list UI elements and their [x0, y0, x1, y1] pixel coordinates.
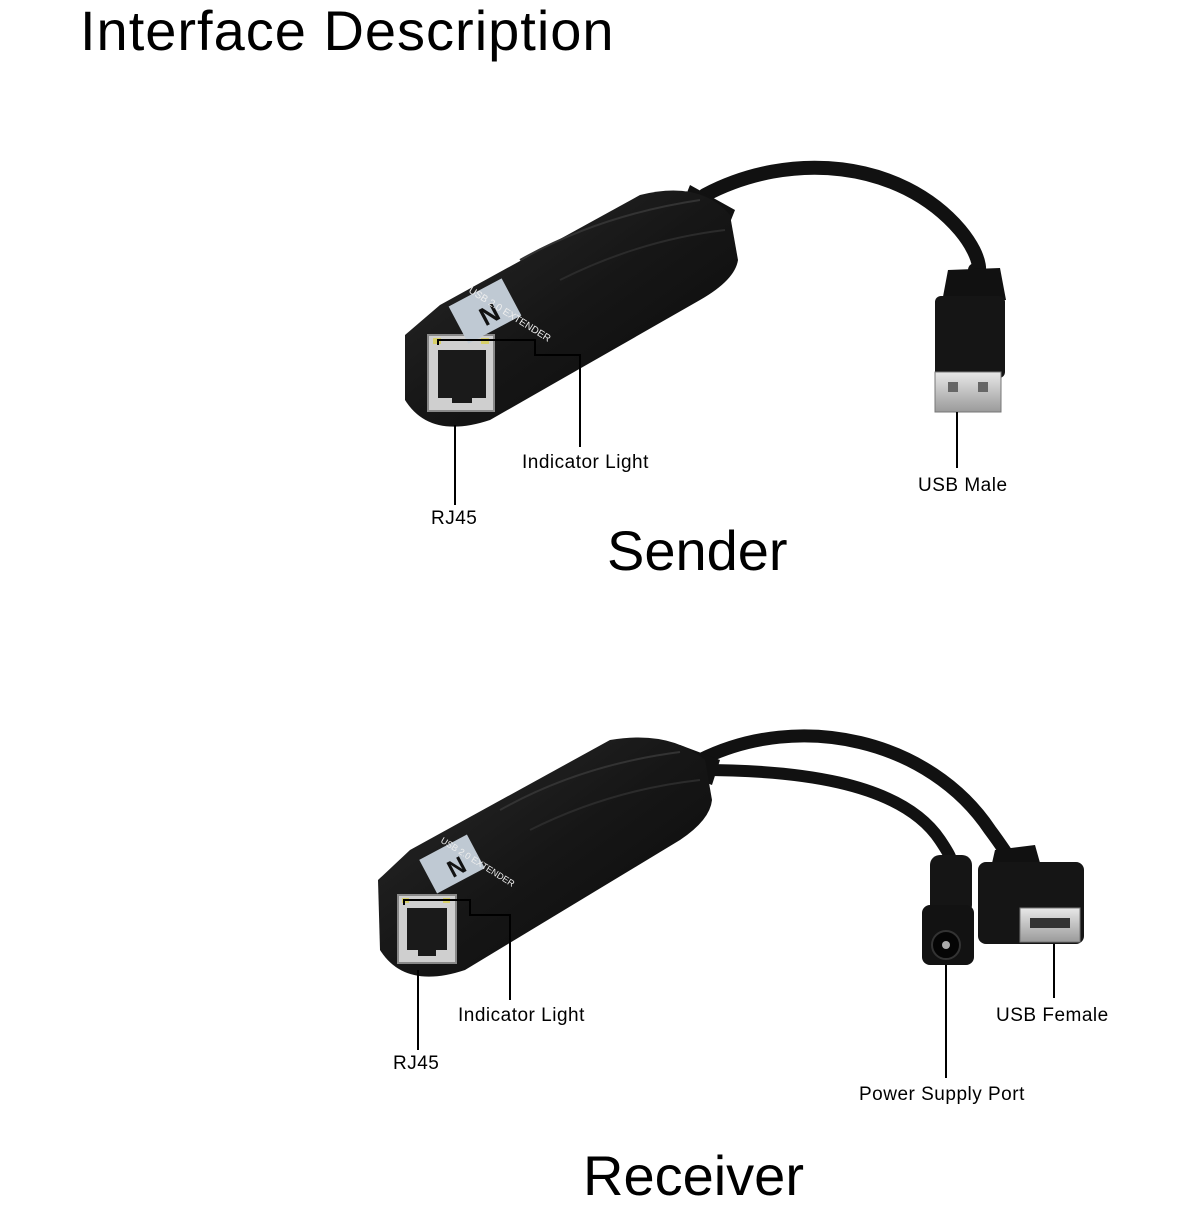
sender-usb-male-label: USB Male: [918, 475, 1008, 496]
receiver-device: N USB 2.0 EXTENDER: [378, 729, 1084, 1078]
sender-device: N USB 2.0 EXTENDER: [405, 160, 1006, 505]
page-title: Interface Description: [80, 0, 615, 62]
receiver-power-label: Power Supply Port: [859, 1084, 1025, 1105]
receiver-title: Receiver: [583, 1144, 804, 1207]
usb-male-plug: [934, 268, 1006, 413]
receiver-body: [378, 737, 712, 977]
receiver-leader-lines: [403, 899, 1055, 1078]
sender-cable: [698, 160, 987, 280]
sender-indicator-label: Indicator Light: [522, 452, 649, 473]
receiver-indicator-label: Indicator Light: [458, 1005, 585, 1026]
usb-female-socket: [978, 845, 1084, 944]
receiver-power-cable: [694, 764, 957, 866]
sender-rj45-label: RJ45: [431, 508, 478, 529]
power-supply-jack: [922, 855, 974, 965]
sender-leader-lines: [437, 339, 958, 505]
receiver-usb-female-label: USB Female: [996, 1005, 1109, 1026]
receiver-usb-cable: [693, 729, 1019, 867]
sender-rj45-port: [427, 334, 495, 412]
receiver-rj45-port: [397, 894, 457, 964]
receiver-rj45-label: RJ45: [393, 1053, 440, 1074]
sender-title: Sender: [607, 519, 788, 582]
